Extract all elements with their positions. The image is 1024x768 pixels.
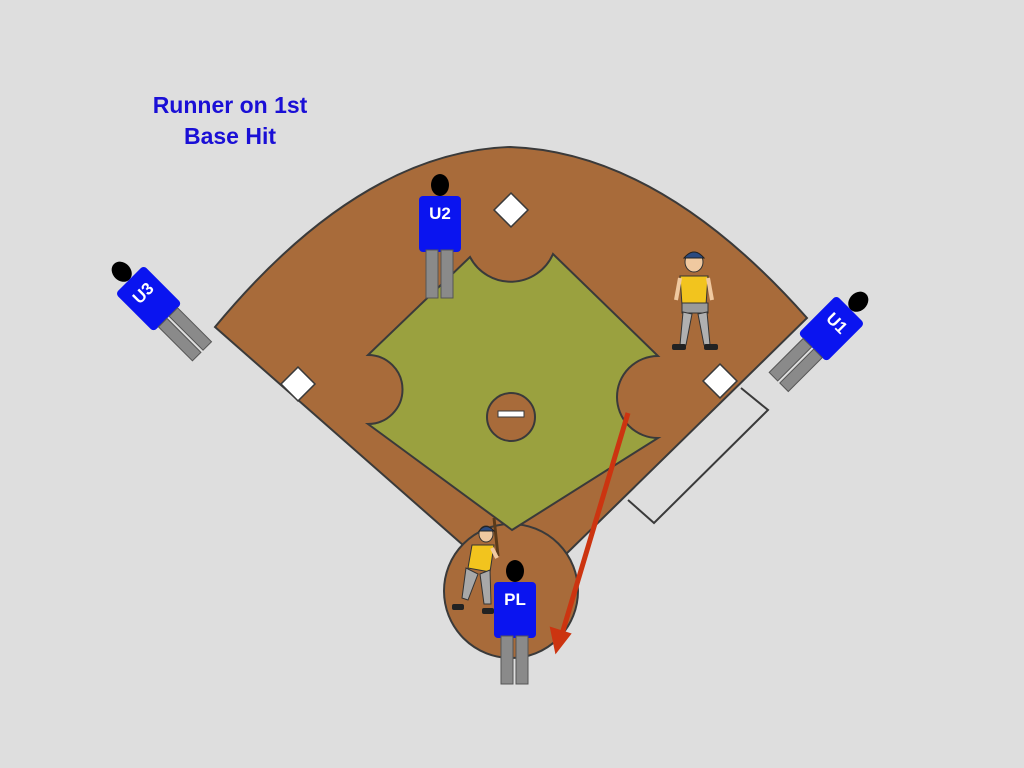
umpire-u2-label: U2 bbox=[429, 204, 451, 223]
pitchers-rubber bbox=[497, 410, 525, 418]
umpire-pl-label: PL bbox=[504, 590, 526, 609]
umpire-pl: PL bbox=[494, 560, 536, 685]
infield-grass bbox=[364, 252, 662, 532]
diagram-title: Runner on 1st Base Hit bbox=[130, 90, 330, 152]
umpire-u1: U1 bbox=[768, 291, 869, 393]
movement-arrow bbox=[549, 412, 631, 655]
first-base-lane bbox=[627, 387, 770, 525]
title-line-1: Runner on 1st bbox=[152, 92, 308, 118]
umpire-u3: U3 bbox=[111, 261, 213, 362]
base-runner-figure bbox=[672, 251, 718, 350]
third-base bbox=[279, 365, 317, 403]
first-base bbox=[701, 362, 739, 400]
batter-figure bbox=[452, 517, 500, 614]
second-base bbox=[492, 191, 530, 229]
umpire-u2: U2 bbox=[419, 174, 461, 299]
title-line-2: Base Hit bbox=[183, 123, 277, 149]
